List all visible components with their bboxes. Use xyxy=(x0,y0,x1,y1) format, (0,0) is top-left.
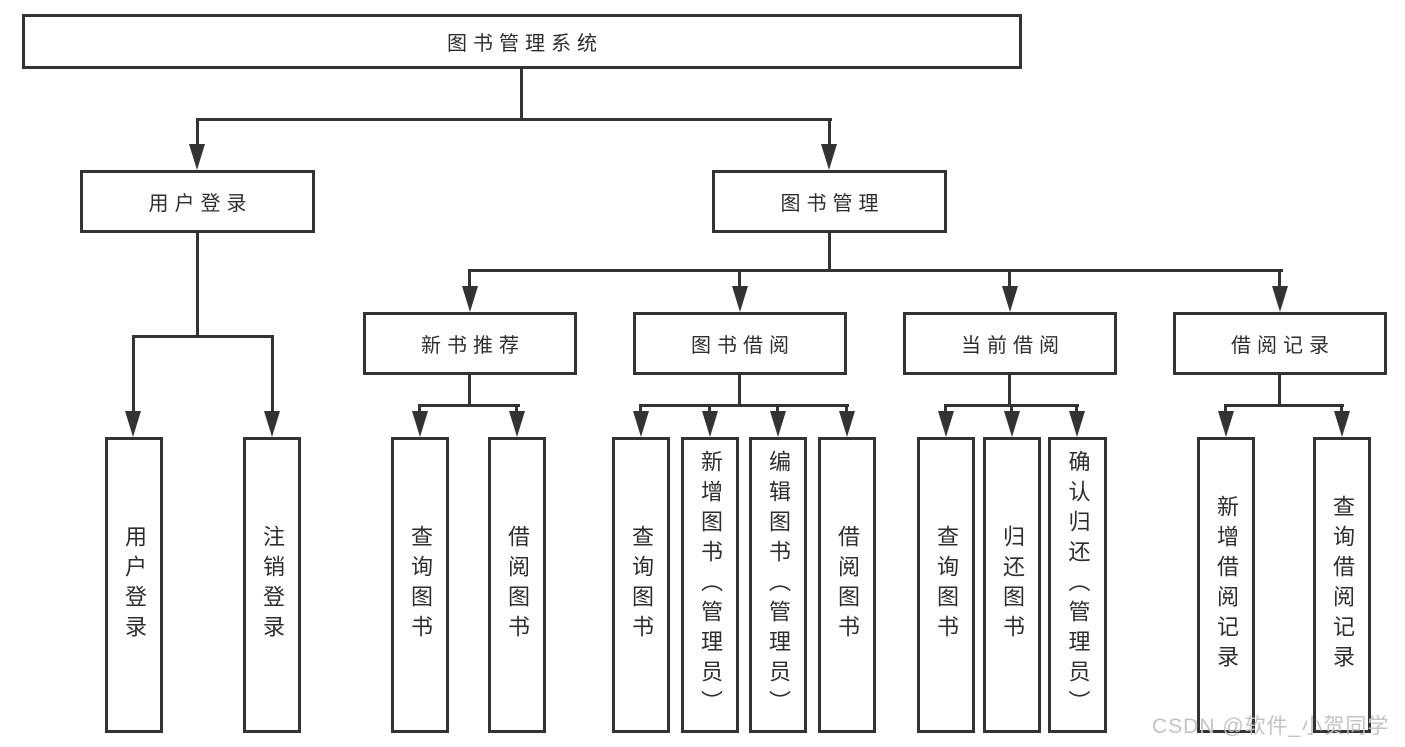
arrowhead-icon xyxy=(1004,411,1020,437)
arrowhead-icon xyxy=(1334,411,1350,437)
connector-line xyxy=(944,404,947,414)
connector-line xyxy=(520,69,523,120)
node-current-borrow: 当前借阅 xyxy=(903,312,1117,375)
node-library-system: 图书管理系统 xyxy=(22,14,1022,69)
connector-line xyxy=(776,404,779,414)
arrowhead-icon xyxy=(1272,286,1288,312)
connector-line xyxy=(1278,269,1281,289)
node-user-login: 用户登录 xyxy=(80,170,315,233)
node-book-management: 图书管理 xyxy=(712,170,947,233)
leaf-user-login: 用户登录 xyxy=(105,437,163,733)
connector-line xyxy=(639,404,642,414)
csdn-watermark: CSDN @软件_小贺同学 xyxy=(1152,715,1390,738)
connector-line xyxy=(468,269,1283,272)
arrowhead-icon xyxy=(938,411,954,437)
arrowhead-icon xyxy=(702,411,718,437)
arrowhead-icon xyxy=(1218,411,1234,437)
connector-line xyxy=(845,404,848,414)
arrowhead-icon xyxy=(1069,411,1085,437)
connector-line xyxy=(515,404,518,414)
connector-line xyxy=(132,335,135,413)
connector-line xyxy=(639,404,849,407)
arrowhead-icon xyxy=(770,411,786,437)
leaf-return-book: 归还图书 xyxy=(983,437,1041,733)
leaf-confirm-return-admin: 确认归还（管理员） xyxy=(1048,437,1107,733)
connector-line xyxy=(738,375,741,407)
connector-line xyxy=(418,404,421,414)
arrowhead-icon xyxy=(839,411,855,437)
leaf-add-book-admin: 新增图书（管理员） xyxy=(681,437,739,733)
connector-line xyxy=(1075,404,1078,414)
leaf-borrow-books: 借阅图书 xyxy=(818,437,876,733)
leaf-add-borrow-record: 新增借阅记录 xyxy=(1197,437,1255,733)
connector-line xyxy=(1224,404,1227,414)
arrowhead-icon xyxy=(264,411,280,437)
connector-line xyxy=(196,118,199,146)
leaf-query-borrow-record: 查询借阅记录 xyxy=(1313,437,1371,733)
connector-line xyxy=(708,404,711,414)
arrowhead-icon xyxy=(509,411,525,437)
arrowhead-icon xyxy=(462,286,478,312)
leaf-borrow-books-recommend: 借阅图书 xyxy=(488,437,546,733)
connector-line xyxy=(1224,404,1344,407)
arrowhead-icon xyxy=(412,411,428,437)
connector-line xyxy=(1008,269,1011,289)
arrowhead-icon xyxy=(189,144,205,170)
leaf-query-books-current: 查询图书 xyxy=(917,437,975,733)
arrowhead-icon xyxy=(732,286,748,312)
connector-line xyxy=(196,118,832,121)
connector-line xyxy=(1008,375,1011,407)
connector-line xyxy=(828,232,831,272)
arrowhead-icon xyxy=(125,411,141,437)
node-new-book-recommend: 新书推荐 xyxy=(363,312,577,375)
connector-line xyxy=(418,404,520,407)
connector-line xyxy=(468,375,471,407)
leaf-query-books-recommend: 查询图书 xyxy=(391,437,449,733)
connector-line xyxy=(738,269,741,289)
leaf-query-books-borrow: 查询图书 xyxy=(612,437,670,733)
connector-line xyxy=(1010,404,1013,414)
leaf-logout: 注销登录 xyxy=(243,437,301,733)
arrowhead-icon xyxy=(821,144,837,170)
connector-line xyxy=(1278,375,1281,407)
node-book-borrow: 图书借阅 xyxy=(633,312,847,375)
arrowhead-icon xyxy=(1002,286,1018,312)
connector-line xyxy=(468,269,471,289)
connector-line xyxy=(828,118,831,146)
connector-line xyxy=(196,232,199,338)
arrowhead-icon xyxy=(633,411,649,437)
connector-line xyxy=(271,335,274,413)
connector-line xyxy=(132,335,274,338)
node-borrow-records: 借阅记录 xyxy=(1173,312,1387,375)
leaf-edit-book-admin: 编辑图书（管理员） xyxy=(749,437,807,733)
connector-line xyxy=(1340,404,1343,414)
